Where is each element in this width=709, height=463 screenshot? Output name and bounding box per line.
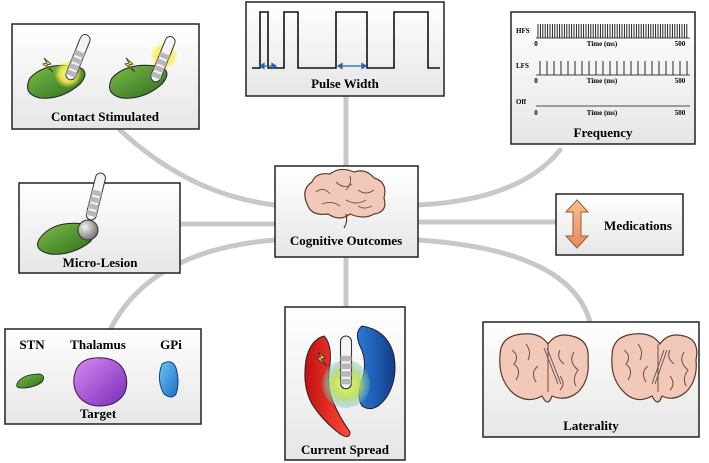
hfs-end-tick: 500 [675,40,686,48]
pulse-waveform-icon [252,11,440,69]
current-spread-label: Current Spread [301,442,390,457]
lfs-label: LFS [516,62,529,70]
width-arrow-icon [258,62,368,70]
contact-stimulated-label: Contact Stimulated [51,109,160,124]
laterality-label: Laterality [563,418,619,433]
cognitive-outcomes-node: Cognitive Outcomes [274,165,419,258]
stn-shape-icon [16,373,44,389]
connector-contact-stimulated [117,127,278,208]
current-spread-icon [304,325,396,438]
hfs-pulse-train-icon [537,24,688,38]
hfs-label: HFS [516,27,530,35]
current-spread-node: Current Spread [284,306,406,461]
connector-frequency [415,147,563,208]
lfs-axis-label: Time (ms) [587,77,618,85]
cognitive-outcomes-label: Cognitive Outcomes [290,233,402,248]
right-coronal-brain-icon [611,333,698,403]
off-label: Off [516,98,527,106]
hfs-axis-label: Time (ms) [587,40,618,48]
off-start-tick: 0 [534,109,538,117]
lfs-end-tick: 500 [675,77,686,85]
target-node: STN Thalamus GPi Target [4,328,202,425]
gpi-shape-icon [158,361,179,398]
off-axis-label: Time (ms) [587,109,618,117]
hfs-start-tick: 0 [534,40,538,48]
medications-node: Medications [555,193,684,256]
stn-with-electrode-icon [27,32,93,99]
stn-with-electrode-icon-2 [109,34,178,99]
connector-laterality [415,237,593,325]
medications-label: Medications [604,218,672,233]
stn-label: STN [19,337,45,352]
target-label: Target [80,406,117,421]
pulse-width-label: Pulse Width [311,76,380,91]
micro-lesion-node: Micro-Lesion [18,171,181,274]
micro-lesion-icon [37,171,108,255]
laterality-node: Laterality [482,321,700,438]
micro-lesion-label: Micro-Lesion [63,255,139,270]
lfs-start-tick: 0 [534,77,538,85]
lfs-pulse-train-icon [539,61,688,75]
frequency-label: Frequency [574,125,633,140]
pulse-width-node: Pulse Width [245,1,445,97]
frequency-node: HFS 0 Time (ms) 500 LFS 0 Time (ms) 500 … [510,11,696,145]
contact-stimulated-node: Contact Stimulated [11,23,200,130]
gpi-label: GPi [160,337,182,352]
brain-icon [304,168,386,229]
up-down-arrow-icon [564,199,590,249]
left-coronal-brain-icon [499,333,589,403]
thalamus-label: Thalamus [70,337,126,352]
off-end-tick: 500 [675,109,686,117]
thalamus-shape-icon [73,357,128,407]
